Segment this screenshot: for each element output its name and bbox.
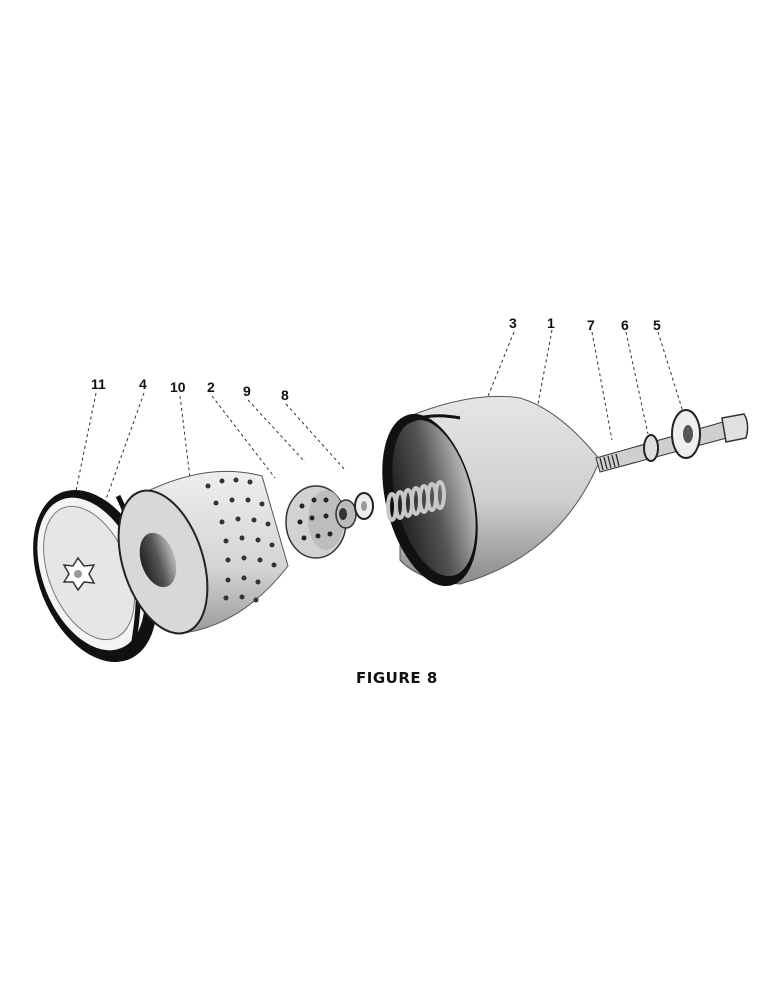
washer-part-8 [354,492,374,520]
callout-2: 2 [207,379,215,395]
callout-11: 11 [91,376,106,392]
perforation-holes [205,477,277,603]
callout-9: 9 [243,383,251,399]
bolt-part-7 [595,413,749,473]
callout-7: 7 [587,317,595,333]
washer-part-6 [643,434,659,462]
figure-caption: FIGURE 8 [356,669,438,687]
callout-10: 10 [170,379,186,395]
washer-part-5 [671,409,701,459]
callout-3: 3 [509,315,517,331]
nut-part-9 [335,499,357,529]
filter-element-part-10 [117,470,289,635]
callout-4: 4 [139,376,147,392]
cap-part-2 [285,485,347,559]
spring-part-3 [386,480,446,522]
callout-8: 8 [281,387,289,403]
callout-5: 5 [653,317,661,333]
callout-6: 6 [621,317,629,333]
callout-1: 1 [547,315,555,331]
